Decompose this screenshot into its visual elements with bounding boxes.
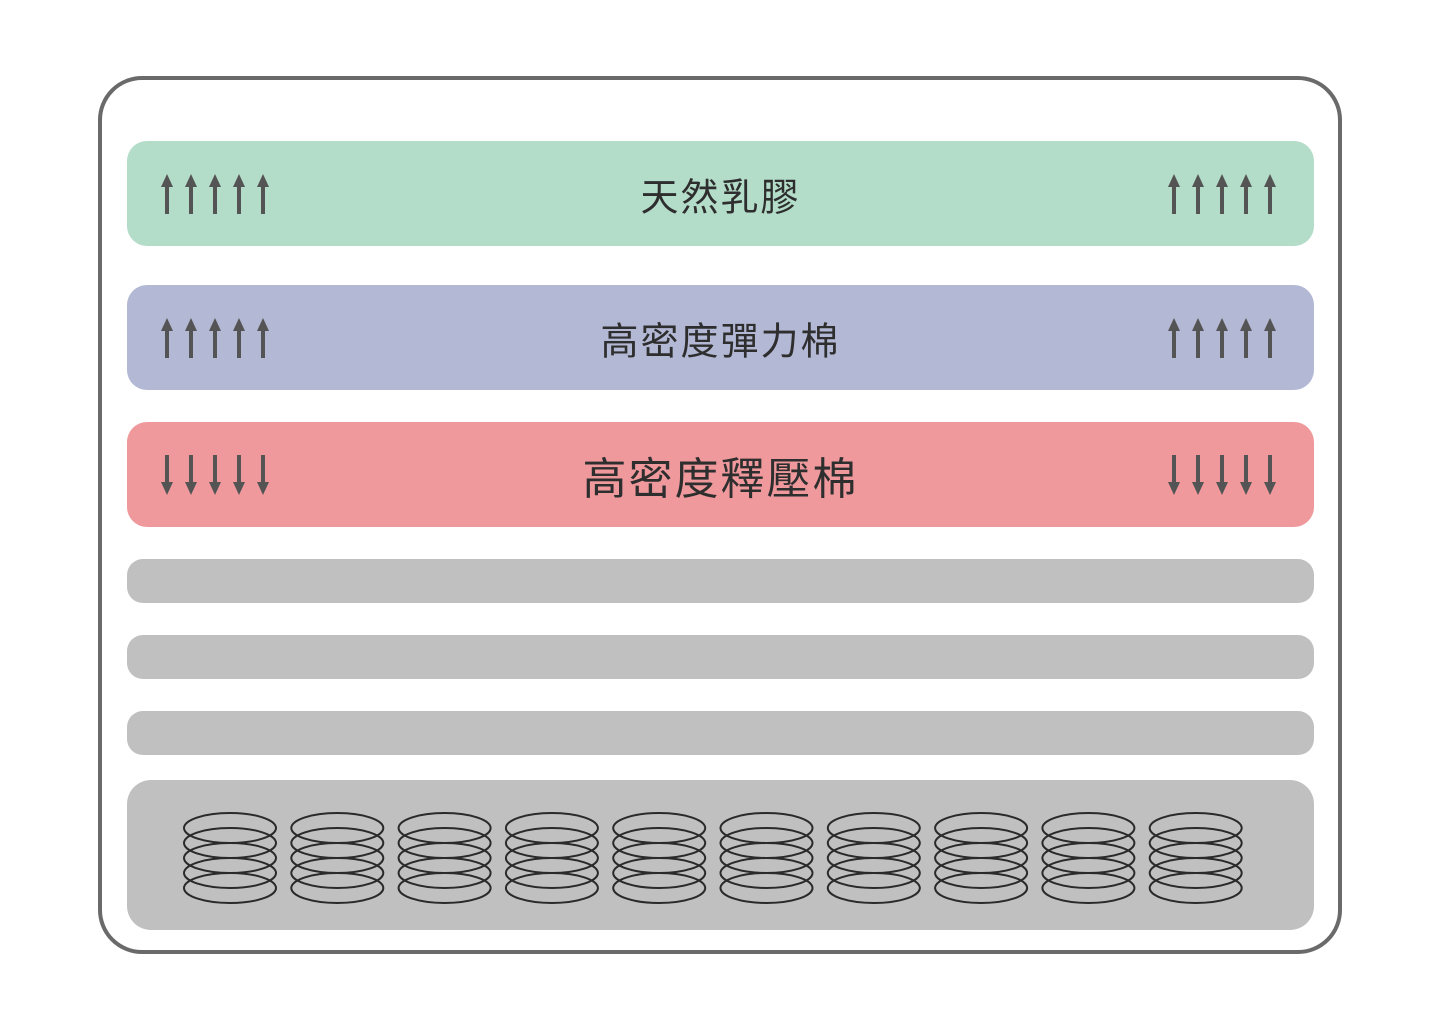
up-arrow-icon (161, 173, 173, 214)
down-arrow-icon (1216, 454, 1228, 495)
down-arrow-icon (257, 454, 269, 495)
spring-coil-icon (183, 812, 277, 904)
layer-label-high-density-elastic-foam: 高密度彈力棉 (600, 319, 841, 363)
up-arrow-icon (1168, 173, 1180, 214)
up-arrow-icon (161, 317, 173, 358)
spring-coil-icon (504, 812, 599, 904)
up-arrow-icon (233, 317, 245, 358)
up-arrow-icon (185, 317, 197, 358)
layer-label-natural-latex: 天然乳膠 (640, 175, 801, 219)
spring-coil-icon (290, 812, 385, 904)
up-arrows-icon (161, 173, 273, 215)
spring-coil-icon (612, 812, 707, 904)
up-arrow-icon (257, 173, 269, 214)
up-arrow-icon (233, 173, 245, 214)
up-arrow-icon (1264, 173, 1276, 214)
spring-coil-icon (719, 812, 814, 904)
down-arrow-icon (209, 454, 221, 495)
up-arrow-icon (185, 173, 197, 214)
down-arrow-icon (161, 454, 173, 495)
up-arrows-icon (1168, 317, 1280, 359)
filler-layer (127, 559, 1314, 603)
layer-natural-latex: 天然乳膠 (127, 141, 1314, 246)
up-arrows-icon (161, 317, 273, 359)
up-arrow-icon (209, 173, 221, 214)
spring-coil-icon (397, 812, 492, 904)
spring-coil-icon (826, 812, 921, 904)
down-arrows-icon (1168, 454, 1280, 496)
up-arrows-icon (1168, 173, 1280, 215)
down-arrow-icon (1168, 454, 1180, 495)
up-arrow-icon (1264, 317, 1276, 358)
layer-label-high-density-memory-foam: 高密度釋壓棉 (582, 453, 859, 505)
down-arrow-icon (233, 454, 245, 495)
down-arrow-icon (1264, 454, 1276, 495)
up-arrow-icon (209, 317, 221, 358)
up-arrow-icon (1240, 173, 1252, 214)
up-arrow-icon (1192, 317, 1204, 358)
up-arrow-icon (1216, 173, 1228, 214)
filler-layer (127, 635, 1314, 679)
up-arrow-icon (1192, 173, 1204, 214)
down-arrows-icon (161, 454, 273, 496)
down-arrow-icon (1192, 454, 1204, 495)
layer-high-density-elastic-foam: 高密度彈力棉 (127, 285, 1314, 390)
up-arrow-icon (257, 317, 269, 358)
layer-high-density-memory-foam: 高密度釋壓棉 (127, 422, 1314, 527)
spring-coil-icon (1148, 812, 1243, 904)
spring-coil-icon (1041, 812, 1136, 904)
spring-coil-icon (934, 812, 1029, 904)
up-arrow-icon (1240, 317, 1252, 358)
spring-coils (183, 812, 1243, 904)
down-arrow-icon (1240, 454, 1252, 495)
up-arrow-icon (1168, 317, 1180, 358)
filler-layer (127, 711, 1314, 755)
up-arrow-icon (1216, 317, 1228, 358)
down-arrow-icon (185, 454, 197, 495)
